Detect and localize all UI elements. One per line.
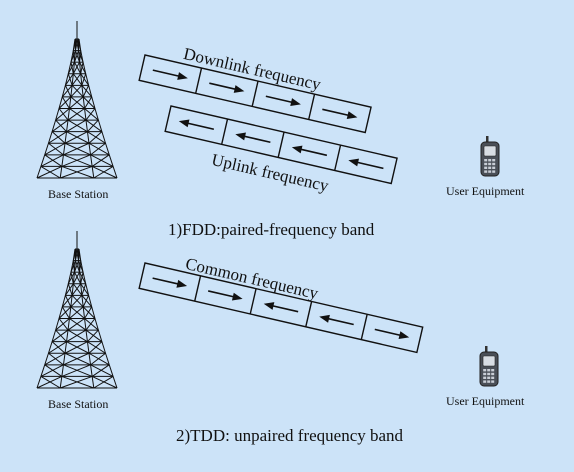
base-station-label: Base Station (48, 187, 109, 201)
base-station-tower-icon (36, 231, 118, 389)
arrow-right-icon (209, 82, 245, 93)
arrow-left-icon (235, 132, 271, 144)
arrow-left-icon (348, 158, 384, 170)
base-station-label: Base Station (48, 397, 109, 411)
arrow-right-icon (207, 290, 243, 301)
arrow-right-icon (152, 69, 188, 80)
user-equipment-label: User Equipment (446, 394, 525, 408)
arrow-right-icon (322, 108, 358, 120)
user-equipment-label: User Equipment (446, 184, 525, 198)
common-frequency-band (138, 262, 424, 354)
arrow-right-icon (374, 328, 410, 339)
base-station-tower-icon (36, 21, 118, 179)
tdd-caption: 2)TDD: unpaired frequency band (176, 426, 404, 445)
arrow-left-icon (319, 314, 354, 326)
uplink-frequency-band (164, 105, 398, 185)
arrow-left-icon (291, 145, 328, 157)
mobile-phone-icon (479, 346, 499, 387)
arrow-right-icon (265, 95, 301, 106)
fdd-caption: 1)FDD:paired-frequency band (168, 220, 375, 239)
arrow-left-icon (263, 302, 299, 313)
downlink-frequency-band (138, 54, 372, 134)
mobile-phone-icon (480, 136, 500, 177)
arrow-left-icon (178, 119, 215, 131)
arrow-right-icon (152, 277, 188, 288)
